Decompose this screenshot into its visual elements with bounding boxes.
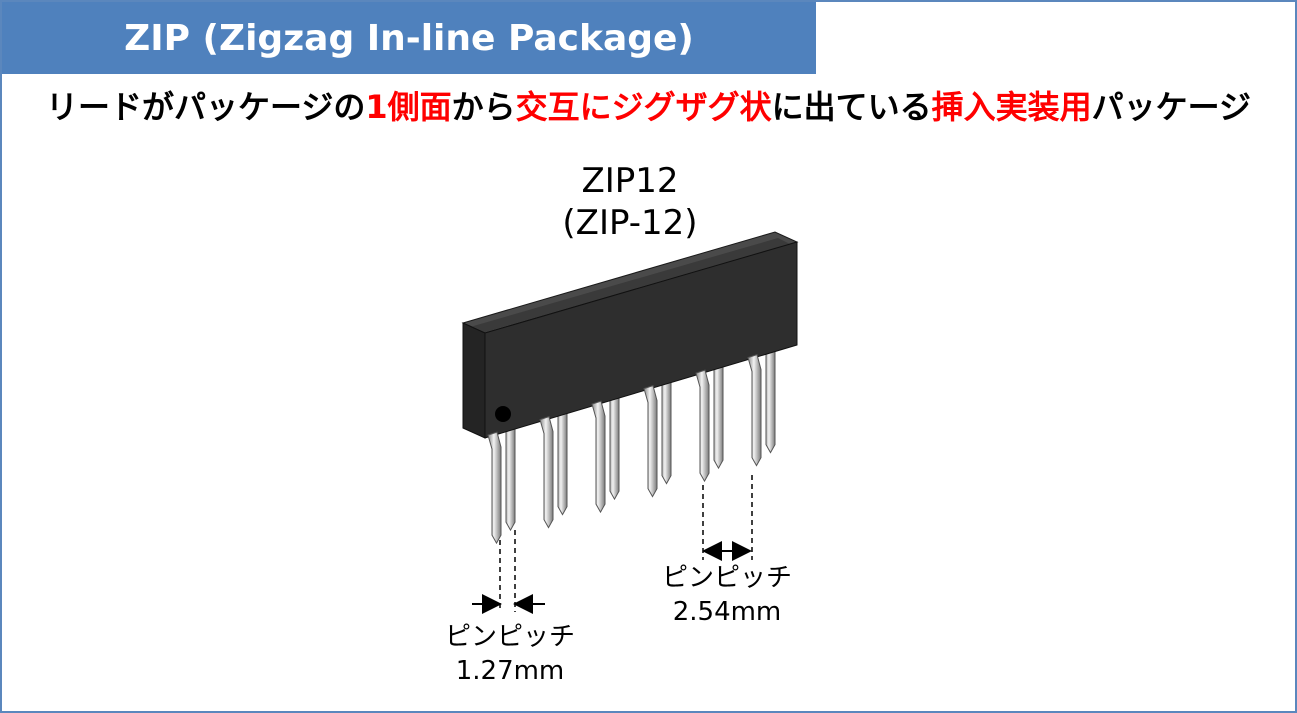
pitch-large-value: 2.54mm — [672, 597, 782, 627]
body-front-face — [484, 241, 798, 439]
front-lead-3 — [591, 400, 606, 514]
front-lead-6 — [747, 353, 762, 467]
pin1-marker — [495, 406, 511, 422]
subtitle-highlight-through-hole: 挿入実装用 — [931, 88, 1092, 126]
pitch-large-label: ピンピッチ 2.54mm — [637, 561, 817, 629]
pitch-small-title: ピンピッチ — [444, 622, 575, 652]
body-side-face — [462, 322, 486, 439]
title-banner: ZIP (Zigzag In-line Package) — [2, 2, 816, 74]
slide-title: ZIP (Zigzag In-line Package) — [124, 17, 694, 59]
pitch-small-label: ピンピッチ 1.27mm — [420, 620, 600, 688]
front-row-leads — [487, 353, 762, 545]
subtitle-text-1: リードがパッケージの — [45, 88, 366, 126]
front-lead-4 — [643, 384, 658, 498]
package-label: ZIP12 (ZIP-12) — [480, 160, 780, 244]
subtitle-highlight-zigzag: 交互にジグザグ状 — [515, 88, 772, 126]
body-top-ridge — [470, 238, 790, 333]
package-alias: (ZIP-12) — [562, 203, 698, 243]
package-name: ZIP12 — [581, 161, 679, 201]
front-lead-5 — [695, 369, 710, 483]
pitch-small-dimension — [472, 530, 545, 614]
package-body — [461, 231, 799, 439]
pitch-large-dimension — [702, 475, 753, 561]
front-lead-1 — [487, 431, 502, 545]
pitch-small-value: 1.27mm — [455, 656, 565, 686]
subtitle-text-4: パッケージ — [1091, 88, 1252, 126]
pitch-large-title: ピンピッチ — [661, 563, 792, 593]
subtitle: リードがパッケージの1側面から交互にジグザグ状に出ている挿入実装用パッケージ — [0, 82, 1297, 128]
subtitle-highlight-one-side: 1側面 — [365, 88, 452, 126]
subtitle-text-2: から — [451, 88, 516, 126]
front-lead-2 — [539, 415, 554, 529]
subtitle-text-3: に出ている — [771, 88, 932, 126]
